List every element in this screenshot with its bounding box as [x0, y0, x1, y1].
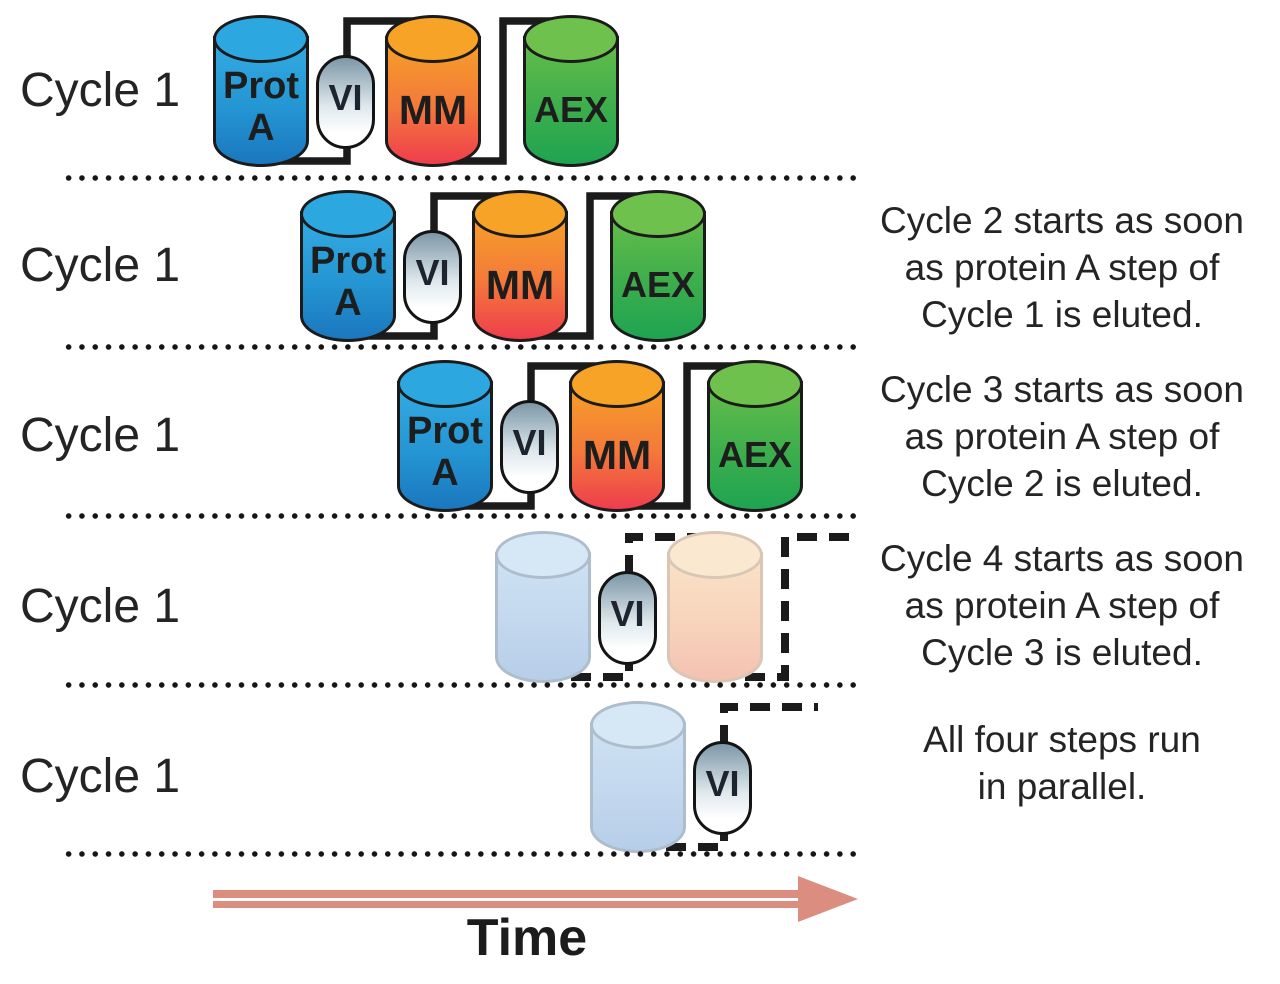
- column-top-ellipse: [590, 701, 686, 749]
- row-label-cycle: Cycle 1: [20, 409, 181, 462]
- column-label: MM: [398, 87, 468, 133]
- valve-label: VI: [415, 252, 450, 293]
- time-arrow-head: [798, 876, 858, 922]
- column-top-ellipse: [300, 190, 396, 238]
- column-label: AEX: [620, 264, 696, 305]
- column-top-ellipse: [610, 190, 706, 238]
- column-aex: AEX: [707, 360, 803, 512]
- row-label-cycle: Cycle 1: [20, 239, 181, 292]
- valve-label: VI: [512, 422, 547, 463]
- column-top-ellipse: [385, 15, 481, 63]
- dotted-separator: [62, 850, 858, 858]
- column-mm: MM: [385, 15, 481, 167]
- column-body: [385, 36, 481, 167]
- time-arrow-shaft: [213, 890, 800, 908]
- column-top-ellipse: [495, 531, 591, 579]
- column-top-ellipse: [472, 190, 568, 238]
- dotted-separator: [62, 174, 858, 182]
- column-label: AEX: [717, 434, 793, 475]
- valve-vi: VI: [693, 741, 752, 835]
- time-axis-label: Time: [466, 909, 588, 967]
- column-body: [610, 211, 706, 342]
- valve-label: VI: [705, 763, 740, 804]
- column-top-ellipse: [569, 360, 665, 408]
- column-top-ellipse: [707, 360, 803, 408]
- column-prot-a-faded: [495, 531, 591, 683]
- valve-vi: VI: [598, 571, 657, 665]
- dotted-separator: [62, 343, 858, 351]
- dotted-separator: [62, 512, 858, 520]
- valve-label: VI: [610, 593, 645, 634]
- dotted-separator: [62, 681, 858, 689]
- column-label: AEX: [533, 89, 609, 130]
- column-aex: AEX: [610, 190, 706, 342]
- row-label-cycle: Cycle 1: [20, 580, 181, 633]
- valve-vi: VI: [403, 230, 462, 324]
- column-top-ellipse: [397, 360, 493, 408]
- column-aex: AEX: [523, 15, 619, 167]
- column-label: MM: [582, 432, 652, 478]
- column-top-ellipse: [523, 15, 619, 63]
- column-mm-faded: [667, 531, 763, 683]
- column-label: MM: [485, 262, 555, 308]
- row-label-cycle: Cycle 1: [20, 750, 181, 803]
- valve-vi: VI: [500, 400, 559, 494]
- column-prot-a-faded: [590, 701, 686, 853]
- column-mm: MM: [569, 360, 665, 512]
- valve-vi: VI: [316, 55, 375, 149]
- column-top-ellipse: [667, 531, 763, 579]
- column-mm: MM: [472, 190, 568, 342]
- row-label-cycle: Cycle 1: [20, 64, 181, 117]
- valve-label: VI: [328, 77, 363, 118]
- column-top-ellipse: [213, 15, 309, 63]
